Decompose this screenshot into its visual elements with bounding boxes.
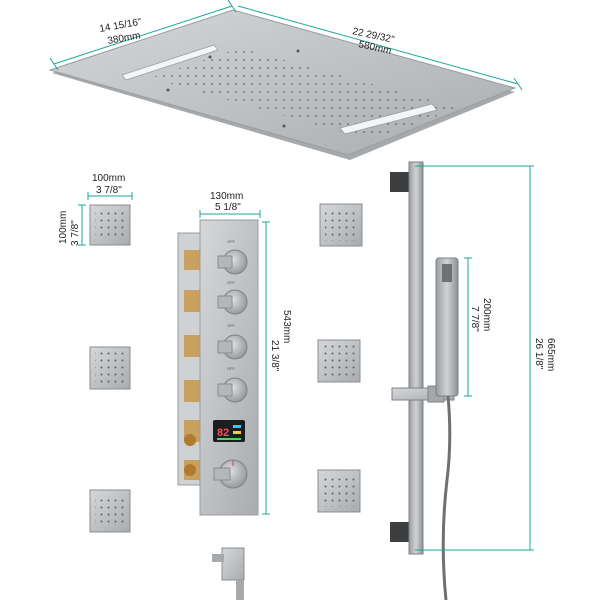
valve-height-mm-label: 543mm (281, 310, 292, 343)
valve-height-in-label: 21 3/8" (269, 340, 280, 372)
handheld-height-in-label: 7 7/8" (469, 306, 480, 332)
thermostatic-knob[interactable] (213, 459, 248, 489)
knob-2-label: OFF (227, 280, 236, 285)
jet-height-in-label: 3 7/8" (70, 220, 81, 246)
valve-width-mm-label: 130mm (210, 191, 243, 202)
valve-dimension-lines (199, 210, 270, 515)
knob-1-label: OFF (227, 239, 236, 244)
slidebar-dimension-lines (415, 165, 534, 551)
body-jet-bottom-left (89, 489, 131, 533)
temperature-display: 82 (213, 420, 245, 442)
jet-height-mm-label: 100mm (58, 211, 69, 244)
jet-width-mm-label: 100mm (92, 173, 125, 184)
handheld-shower (435, 257, 459, 397)
jet-width-in-label: 3 7/8" (96, 185, 122, 196)
body-jet-top-left (89, 204, 131, 246)
body-jets (89, 203, 363, 533)
body-jet-bottom-right (317, 469, 361, 513)
diverter-knob-2[interactable] (217, 289, 248, 315)
led-strip-right (339, 103, 438, 135)
ceiling-rain-panel (48, 9, 517, 160)
jet-dimension-lines (78, 192, 133, 246)
slidebar-height-in-label: 26 1/8" (533, 338, 544, 370)
ceiling-dimension-lines (49, 0, 523, 91)
led-strip-left (121, 44, 219, 81)
knob-3-label: OFF (227, 323, 236, 328)
valve-width-in-label: 5 1/8" (215, 202, 241, 213)
body-jet-mid-left (89, 346, 131, 390)
knob-4-label: OFF (227, 366, 236, 371)
temperature-reading: 82 (217, 427, 229, 439)
body-jet-mid-right (317, 339, 361, 383)
wall-supply-elbow (212, 547, 245, 600)
diverter-knob-1[interactable] (217, 249, 248, 275)
slide-bar-assembly (390, 161, 459, 600)
valve-trim-plate: OFF OFF OFF OFF 82 (199, 219, 259, 516)
handheld-height-mm-label: 200mm (481, 298, 492, 331)
diverter-knob-3[interactable] (217, 334, 248, 360)
shower-hose (441, 395, 452, 600)
diverter-knob-4[interactable] (217, 377, 248, 403)
body-jet-top-right (319, 203, 363, 247)
slidebar-height-mm-label: 665mm (545, 338, 556, 371)
